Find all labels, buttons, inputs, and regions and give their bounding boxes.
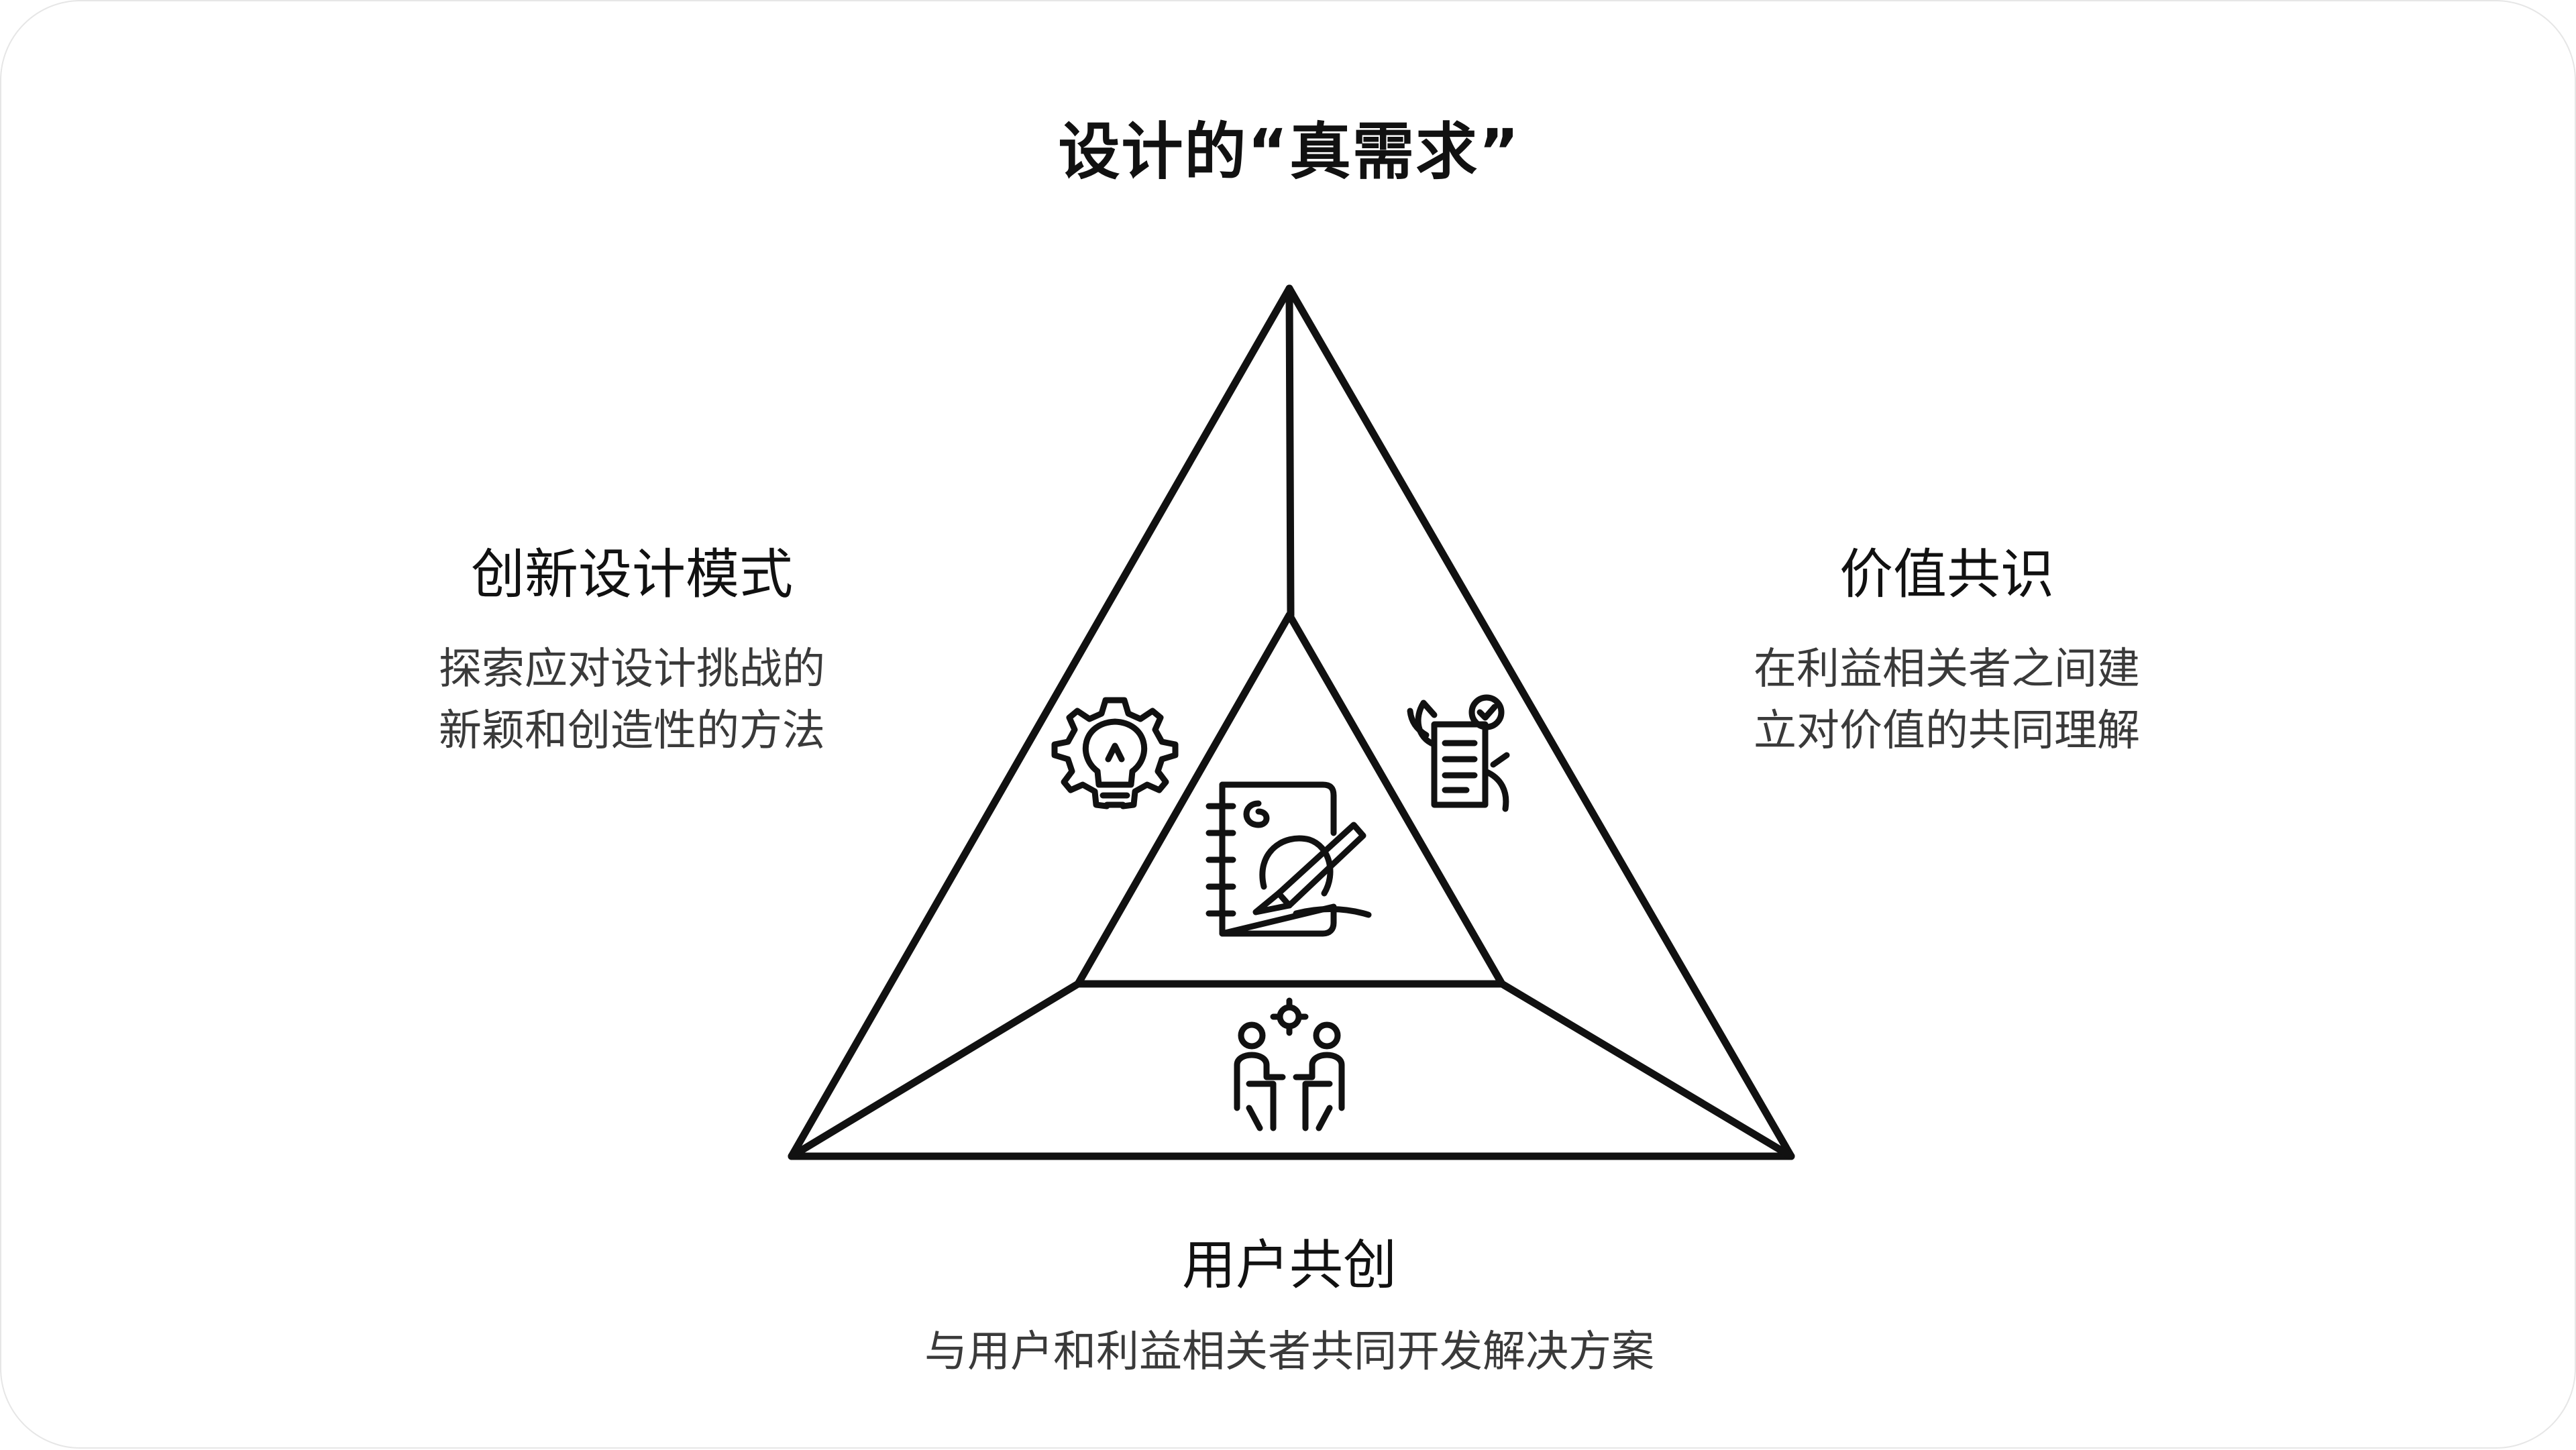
collaborating-people-icon [1234,997,1345,1131]
section-description: 探索应对设计挑战的 新颖和创造性的方法 [377,638,887,762]
section-innovative-design: 创新设计模式 探索应对设计挑战的 新颖和创造性的方法 [377,538,887,762]
apex-edge [1285,284,1295,619]
description-line: 新颖和创造性的方法 [439,706,825,756]
section-user-cocreation: 用户共创 与用户和利益相关者共同开发解决方案 [753,1229,1826,1383]
checklist-hand-icon [1407,694,1510,812]
section-heading: 用户共创 [1182,1234,1397,1296]
description-line: 在利益相关者之间建 [1754,645,2140,694]
inner-triangle [1074,611,1506,988]
section-value-consensus: 价值共识 在利益相关者之间建 立对价值的共同理解 [1692,538,2202,762]
description-line: 探索应对设计挑战的 [439,645,825,694]
description-line: 立对价值的共同理解 [1754,706,2140,756]
left-base-edge [788,980,1082,1160]
diagram-title: 设计的“真需求” [1058,116,1521,188]
section-description: 与用户和利益相关者共同开发解决方案 [924,1327,1654,1377]
outer-triangle [788,284,1795,1160]
right-base-edge [1498,980,1795,1160]
notebook-writing-hand-icon [1205,781,1372,937]
section-heading: 创新设计模式 [471,543,793,606]
gear-lightbulb-icon [1051,697,1179,810]
section-description: 在利益相关者之间建 立对价值的共同理解 [1692,638,2202,762]
section-heading: 价值共识 [1839,543,2054,606]
